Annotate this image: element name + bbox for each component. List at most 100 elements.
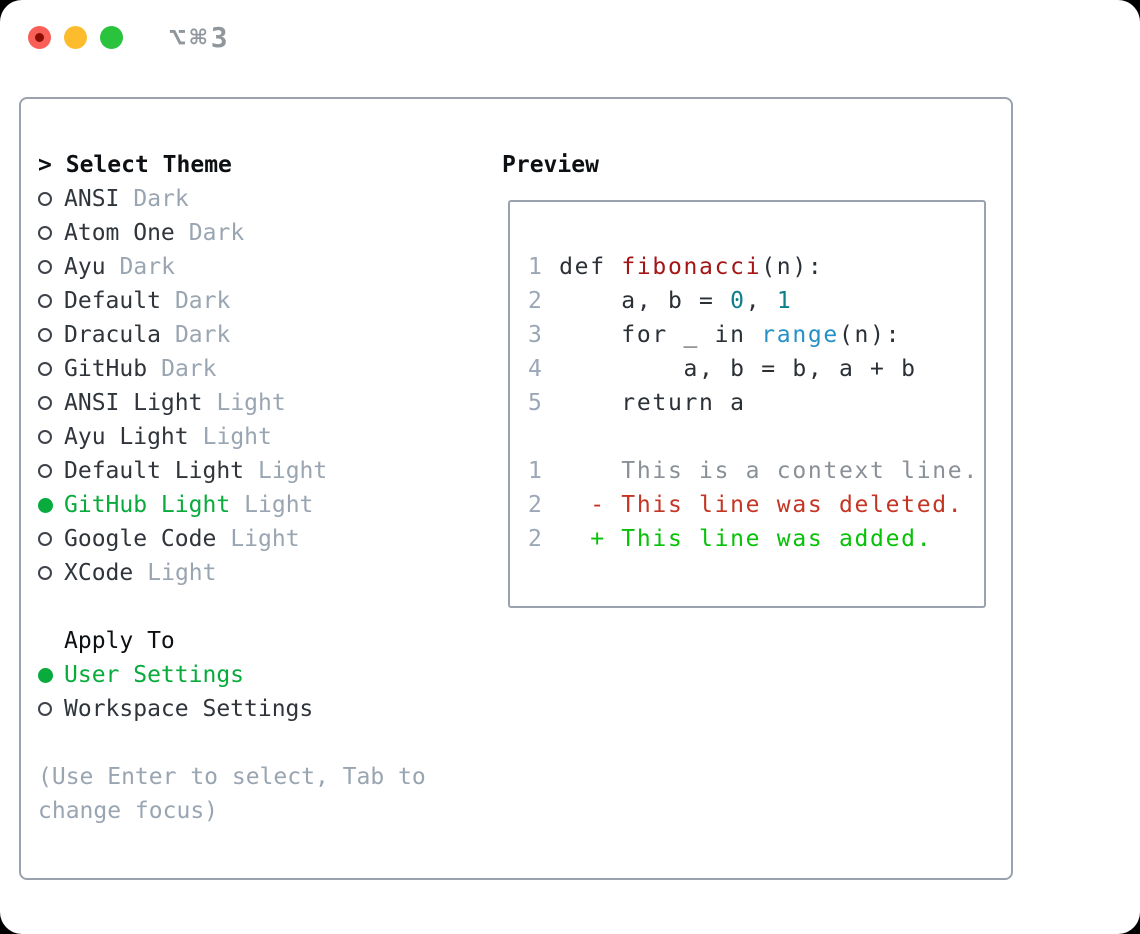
apply-option-label: Workspace Settings	[64, 696, 314, 722]
radio-icon	[38, 396, 52, 410]
radio-icon	[38, 702, 52, 716]
theme-name: Dracula	[64, 322, 161, 348]
theme-name: Ayu	[64, 254, 106, 280]
radio-icon	[38, 260, 52, 274]
theme-option[interactable]: XCode Light	[38, 556, 426, 590]
code-segment: return a	[543, 390, 746, 416]
code-segment: - This line was deleted.	[543, 492, 964, 518]
window-title: ⌥⌘3	[169, 21, 232, 54]
theme-name: Default	[64, 288, 161, 314]
minimize-button[interactable]	[64, 26, 87, 49]
line-number: 5	[528, 390, 544, 416]
theme-variant: Light	[230, 526, 300, 552]
preview-line: 2 + This line was added.	[528, 522, 984, 556]
theme-name: ANSI Light	[64, 390, 203, 416]
preview-line	[528, 420, 984, 454]
code-segment: (n):	[761, 254, 824, 280]
close-button[interactable]	[28, 26, 51, 49]
code-segment: range	[761, 322, 839, 348]
preview-line: 3 for _ in range(n):	[528, 318, 984, 352]
code-segment: ,	[745, 288, 777, 314]
code-segment: def	[543, 254, 622, 280]
help-line: change focus)	[38, 798, 219, 824]
code-segment: This is a context line.	[543, 458, 979, 484]
theme-option[interactable]: Atom One Dark	[38, 216, 426, 250]
theme-variant: Dark	[161, 356, 217, 382]
apply-option[interactable]: User Settings	[38, 658, 426, 692]
theme-name: Google Code	[64, 526, 217, 552]
theme-variant: Light	[147, 560, 217, 586]
code-segment: a, b = b, a + b	[543, 356, 917, 382]
radio-selected-icon	[38, 667, 53, 683]
theme-variant: Light	[244, 492, 314, 518]
theme-option[interactable]: Google Code Light	[38, 522, 426, 556]
apply-option-label: User Settings	[64, 662, 245, 688]
radio-icon	[38, 328, 52, 342]
theme-name: XCode	[64, 560, 134, 586]
unsaved-dot-icon	[35, 33, 44, 42]
select-theme-title: Select Theme	[65, 152, 232, 178]
code-segment: + This line was added.	[543, 526, 933, 552]
theme-variant: Light	[216, 390, 286, 416]
theme-name: Atom One	[64, 220, 175, 246]
apply-option[interactable]: Workspace Settings	[38, 692, 426, 726]
radio-icon	[38, 192, 52, 206]
theme-name: Ayu Light	[64, 424, 189, 450]
line-number: 2	[528, 526, 544, 552]
radio-icon	[38, 566, 52, 580]
help-text: (Use Enter to select, Tab to change focus…	[38, 760, 426, 828]
code-segment: for _ in	[543, 322, 762, 348]
prompt-chevron-icon: >	[38, 152, 52, 178]
theme-variant: Dark	[174, 322, 231, 348]
theme-name: GitHub Light	[64, 492, 231, 518]
theme-name: ANSI	[64, 186, 120, 212]
theme-option[interactable]: Dracula Dark	[38, 318, 426, 352]
help-line: (Use Enter to select, Tab to	[38, 764, 426, 790]
line-number: 1	[528, 254, 544, 280]
line-number: 2	[528, 492, 544, 518]
line-number: 4	[528, 356, 544, 382]
apply-to-header: Apply To	[64, 628, 175, 654]
preview-line: 4 a, b = b, a + b	[528, 352, 984, 386]
theme-option[interactable]: ANSI Dark	[38, 182, 426, 216]
preview-line: 1 This is a context line.	[528, 454, 984, 488]
theme-option[interactable]: Default Dark	[38, 284, 426, 318]
zoom-button[interactable]	[100, 26, 123, 49]
code-segment: 0	[730, 288, 746, 314]
theme-variant: Dark	[174, 288, 231, 314]
line-number: 2	[528, 288, 544, 314]
code-segment: a, b =	[543, 288, 731, 314]
radio-icon	[38, 532, 52, 546]
radio-icon	[38, 362, 52, 376]
radio-icon	[38, 226, 52, 240]
theme-variant: Dark	[133, 186, 189, 212]
theme-option[interactable]: GitHub Light Light	[38, 488, 426, 522]
preview-line: 5 return a	[528, 386, 984, 420]
theme-name: GitHub	[64, 356, 148, 382]
line-number: 1	[528, 458, 544, 484]
theme-option[interactable]: Ayu Light Light	[38, 420, 426, 454]
theme-option[interactable]: GitHub Dark	[38, 352, 426, 386]
theme-name: Default Light	[64, 458, 245, 484]
preview-line: 1 def fibonacci(n):	[528, 250, 984, 284]
theme-variant: Dark	[188, 220, 245, 246]
code-segment: 1	[776, 288, 793, 314]
select-theme-header: > Select Theme	[38, 148, 426, 182]
preview-line: 2 a, b = 0, 1	[528, 284, 984, 318]
theme-variant: Light	[202, 424, 272, 450]
preview-header: Preview	[502, 152, 599, 178]
theme-option[interactable]: ANSI Light Light	[38, 386, 426, 420]
theme-option[interactable]: Default Light Light	[38, 454, 426, 488]
radio-selected-icon	[38, 497, 53, 513]
line-number: 3	[528, 322, 544, 348]
theme-variant: Light	[258, 458, 328, 484]
code-segment: (n):	[838, 322, 902, 348]
